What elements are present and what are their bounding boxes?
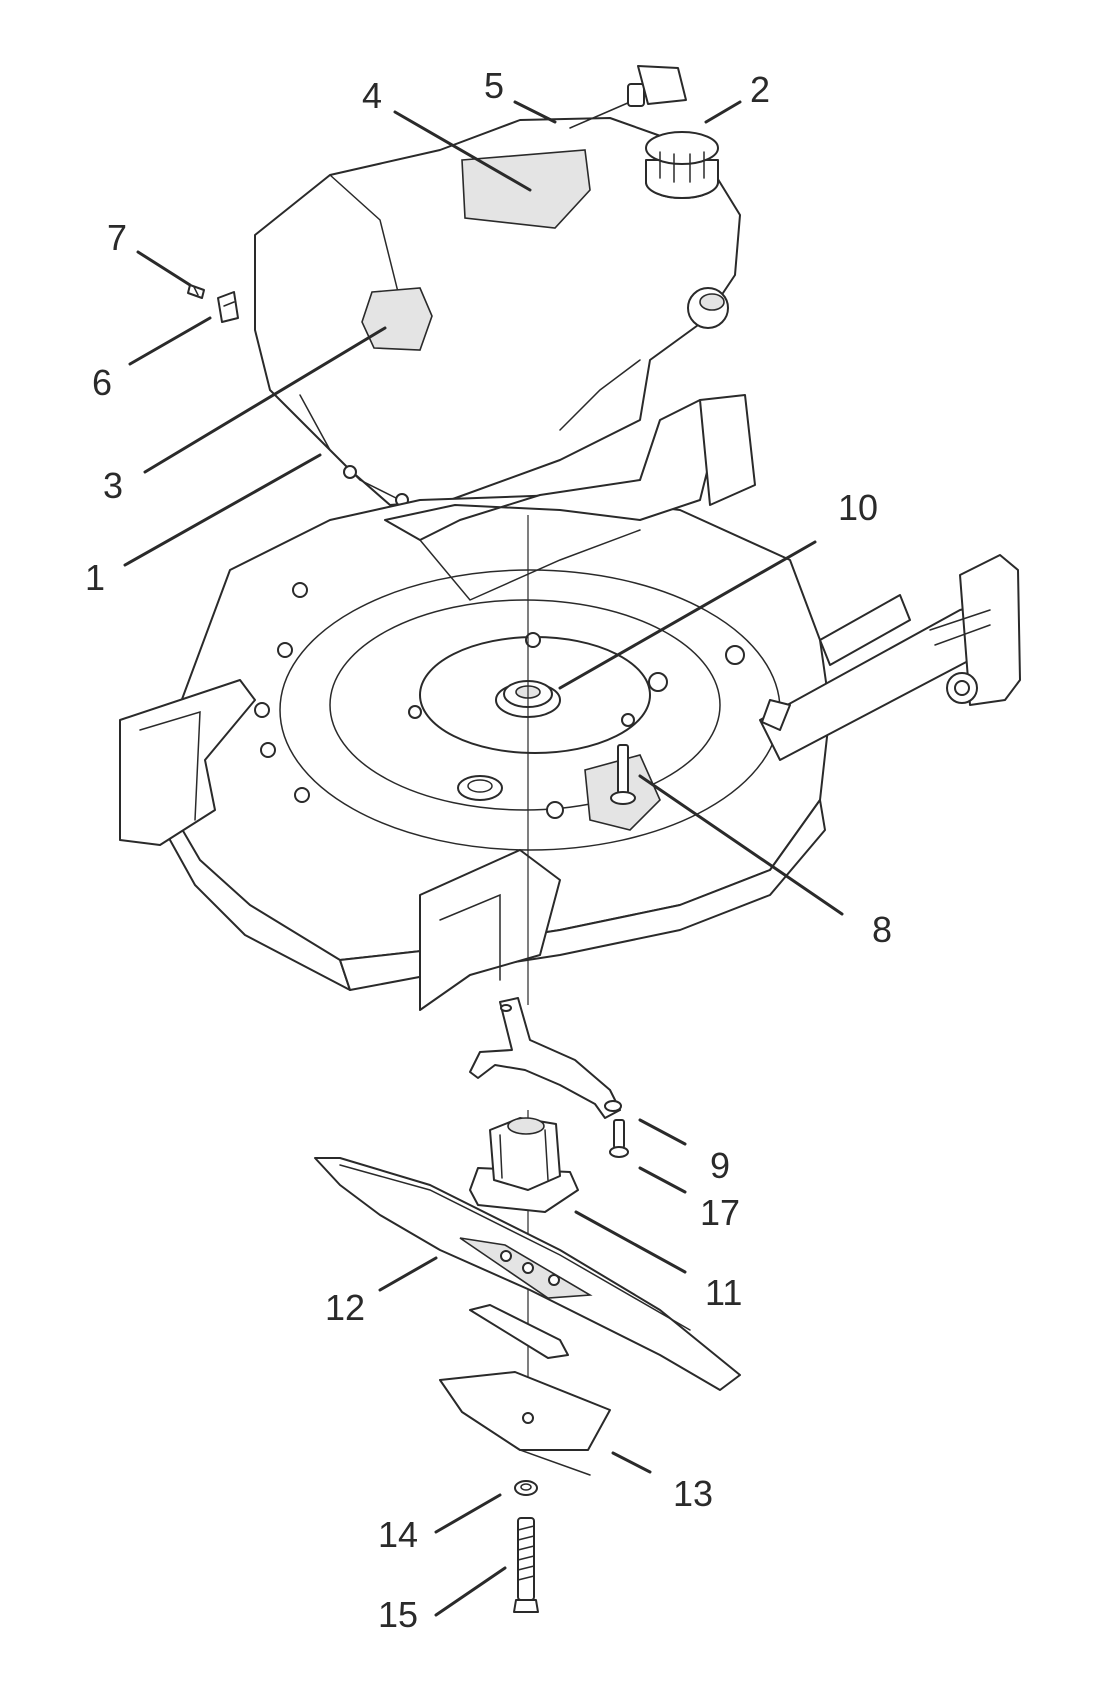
callout-15: 15	[378, 1594, 418, 1635]
callout-1: 1	[85, 557, 105, 598]
callout-14: 14	[378, 1514, 418, 1555]
leader-7	[136, 250, 192, 287]
warning-label	[361, 287, 433, 351]
mower-deck	[119, 394, 831, 1011]
callout-7: 7	[107, 217, 127, 258]
callout-6: 6	[92, 362, 112, 403]
callout-8: 8	[872, 909, 892, 950]
callout-3: 3	[103, 465, 123, 506]
leader-4	[393, 110, 532, 192]
callout-2: 2	[750, 69, 770, 110]
engine-block	[254, 117, 741, 507]
leader-3	[143, 326, 387, 474]
leader-12	[378, 1256, 438, 1292]
callout-11: 11	[705, 1272, 742, 1313]
leader-17	[638, 1166, 687, 1194]
leader-6	[128, 316, 212, 366]
callout-10: 10	[838, 487, 878, 528]
callout-17: 17	[700, 1192, 740, 1233]
leader-9	[638, 1118, 687, 1146]
screw-17	[609, 1119, 629, 1158]
spark-plug-boot	[569, 65, 687, 129]
leader-15	[434, 1566, 507, 1617]
blade-adapter	[469, 1117, 579, 1213]
blade-bolt-15	[513, 1517, 539, 1613]
leader-10	[558, 540, 817, 690]
callout-5: 5	[484, 65, 504, 106]
leader-5	[513, 100, 557, 124]
callout-9: 9	[710, 1145, 730, 1186]
leader-2	[704, 100, 742, 124]
leader-13	[611, 1451, 652, 1474]
callout-12: 12	[325, 1287, 365, 1328]
washer-14	[514, 1480, 538, 1496]
fuel-cap	[645, 131, 719, 199]
callout-4: 4	[362, 75, 382, 116]
leader-11	[574, 1210, 687, 1274]
blade-stiffener	[439, 1304, 611, 1476]
leader-8	[638, 774, 844, 916]
callout-13: 13	[673, 1473, 713, 1514]
rear-axle-arm	[759, 554, 1021, 761]
screw-7	[187, 284, 205, 299]
leader-14	[434, 1493, 502, 1534]
blade-brake-bracket	[469, 997, 622, 1119]
clip-6	[217, 291, 239, 323]
leader-1	[123, 453, 322, 567]
mower-blade	[314, 1157, 741, 1391]
